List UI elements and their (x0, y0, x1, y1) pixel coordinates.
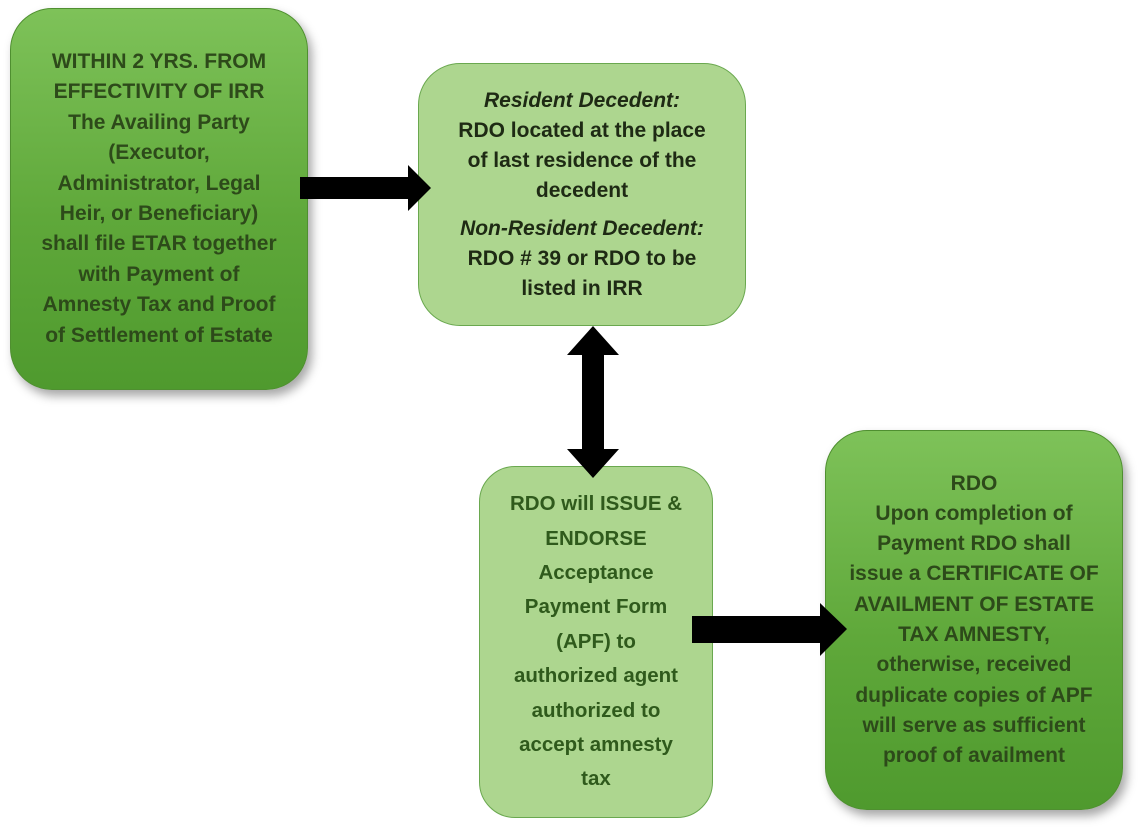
resident-decedent-line: decedent (535, 178, 629, 202)
rdo-location-box: Resident Decedent: RDO located at the pl… (418, 63, 746, 326)
resident-decedent-line: of last residence of the (467, 148, 697, 172)
nonresident-decedent-heading: Non-Resident Decedent: (460, 216, 704, 240)
apf-line: tax (581, 767, 611, 791)
filing-line: shall file ETAR together (41, 232, 277, 256)
filing-line: with Payment of (78, 262, 240, 286)
filing-line: The Availing Party (68, 110, 250, 134)
double-arrow-rdo-apf (567, 326, 619, 478)
filing-line: Heir, or Beneficiary) (59, 202, 259, 225)
apf-line: authorized agent (513, 664, 678, 688)
certificate-line: TAX AMNESTY, (898, 623, 1050, 646)
right-arrow-filing-to-rdo (300, 165, 431, 211)
certificate-line: Payment RDO shall (877, 532, 1071, 556)
nonresident-decedent-line: RDO # 39 or RDO to be (467, 246, 697, 270)
certificate-line: Upon completion of (875, 501, 1073, 525)
apf-line: accept amnesty (519, 733, 673, 757)
certificate-line: proof of availment (882, 744, 1066, 768)
filing-line: of Settlement of Estate (45, 323, 273, 347)
filing-line: WITHIN 2 YRS. FROM (51, 49, 267, 73)
filing-line: EFFECTIVITY OF IRR (53, 80, 265, 104)
certificate-line: AVAILMENT OF ESTATE (854, 592, 1094, 616)
apf-line: (APF) to (556, 629, 636, 653)
filing-step-box: WITHIN 2 YRS. FROM EFFECTIVITY OF IRR Th… (10, 8, 308, 390)
certificate-line: RDO (950, 471, 998, 495)
apf-line: authorized to (531, 698, 661, 722)
certificate-line: duplicate copies of APF (855, 683, 1093, 707)
filing-line: Administrator, Legal (57, 171, 261, 195)
nonresident-decedent-line: listed in IRR (521, 276, 643, 300)
apf-line: RDO will ISSUE & (510, 492, 682, 516)
apf-line: ENDORSE (545, 526, 647, 550)
certificate-line: will serve as sufficient (862, 713, 1086, 737)
certificate-line: otherwise, received (876, 653, 1072, 677)
apf-issuance-box: RDO will ISSUE & ENDORSE Acceptance Paym… (479, 466, 713, 818)
certificate-line: issue a CERTIFICATE OF (849, 562, 1099, 586)
resident-decedent-line: RDO located at the place (458, 118, 706, 142)
apf-line: Payment Form (524, 595, 668, 619)
resident-decedent-heading: Resident Decedent: (483, 88, 681, 112)
filing-line: (Executor, (108, 141, 210, 165)
filing-line: Amnesty Tax and Proof (42, 293, 276, 317)
certificate-step-box: RDO Upon completion of Payment RDO shall… (825, 430, 1123, 810)
apf-line: Acceptance (538, 560, 654, 584)
right-arrow-apf-to-certificate (692, 603, 847, 656)
